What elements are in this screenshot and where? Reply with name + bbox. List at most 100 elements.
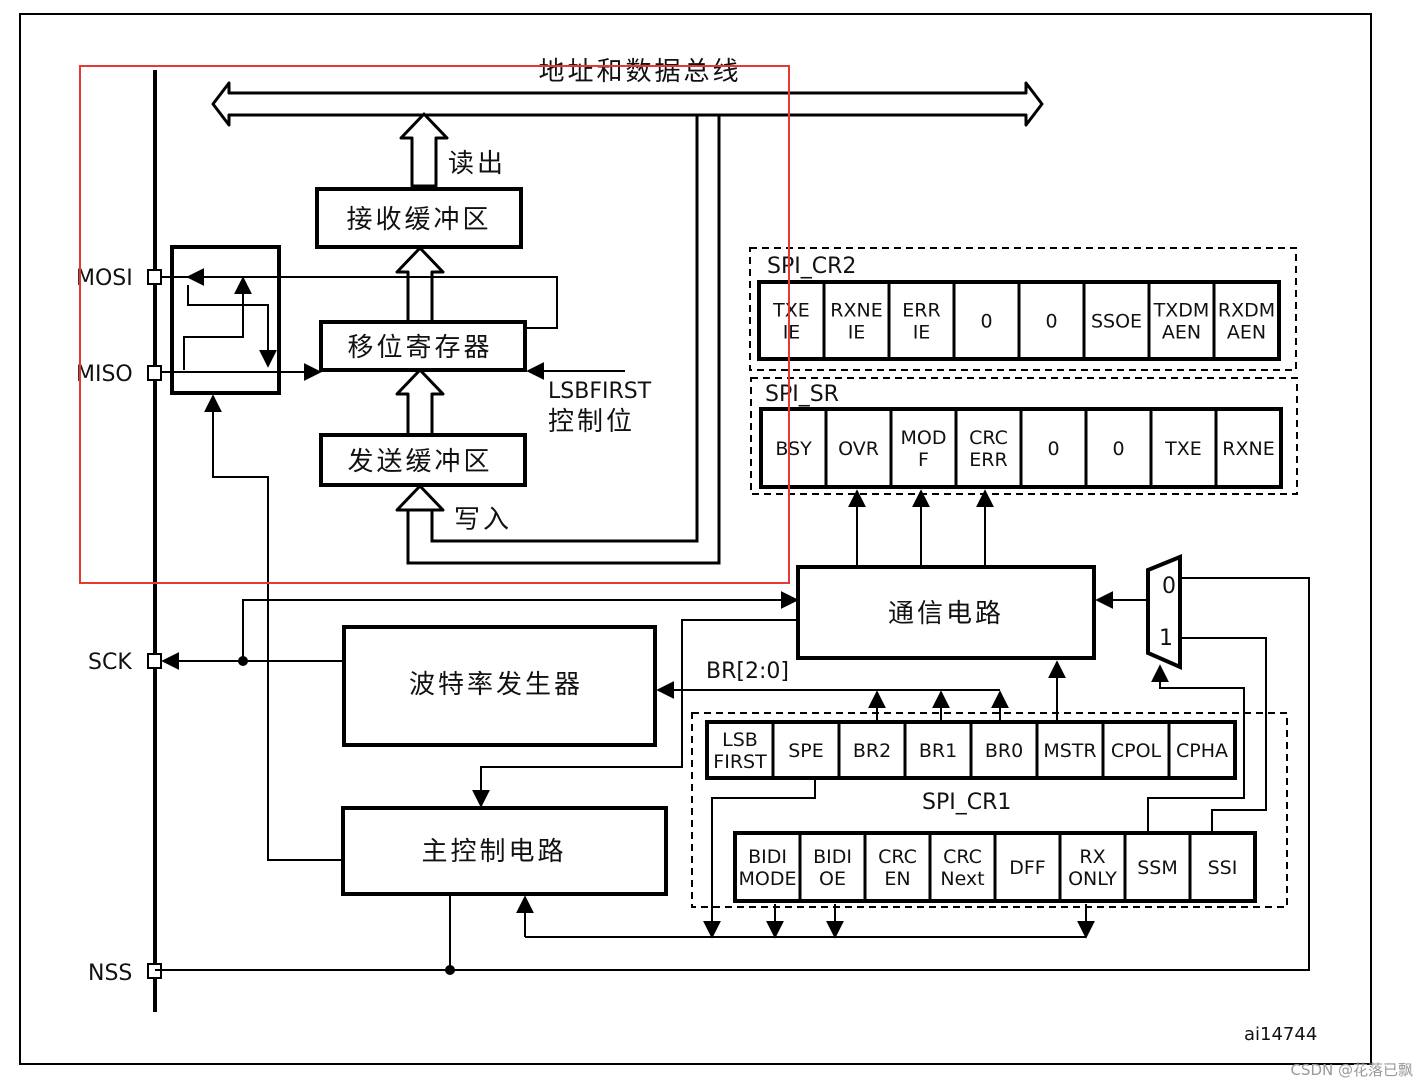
read-label: 读出 xyxy=(448,149,506,179)
lsbfirst-label-1: LSBFIRST xyxy=(548,379,652,404)
write-arrow-head xyxy=(395,484,445,512)
figure-frame xyxy=(19,13,1372,1065)
rx-buffer-box xyxy=(315,187,523,249)
address-data-bus xyxy=(211,81,1044,127)
master-to-switch xyxy=(204,394,343,861)
spi-cr2-bit-label: TXDM xyxy=(1153,300,1210,322)
spi-cr1-row1-bit-label: FIRST xyxy=(713,751,767,773)
spi-sr-bit-label: TXE xyxy=(1164,438,1202,460)
spi-sr-bit-label: 0 xyxy=(1112,438,1124,460)
spi-sr-bit-label: CRC xyxy=(969,427,1008,449)
spi-cr1-row1-bit-label: BR0 xyxy=(985,740,1023,762)
shift-register-box xyxy=(319,320,527,372)
ssm-to-mux xyxy=(1147,664,1245,833)
spi-cr1-row2-bit-label: Next xyxy=(940,868,984,890)
mux-in0: 0 xyxy=(1162,574,1176,599)
spi-cr1-row1-bit-label: CPOL xyxy=(1111,740,1162,762)
miso-pin xyxy=(147,365,162,381)
tx-buffer-label: 发送缓冲区 xyxy=(347,447,492,477)
spi-cr2-bit-label: SSOE xyxy=(1091,311,1142,333)
mosi-label: MOSI xyxy=(76,266,133,291)
lsbfirst-label-2: 控制位 xyxy=(548,407,635,437)
figure-id: ai14744 xyxy=(1244,1024,1317,1045)
spi-cr1-row2-bit-label: SSM xyxy=(1137,857,1178,879)
spi-sr-bit-label: ERR xyxy=(969,449,1007,471)
spi-cr2-bit-label: RXDM xyxy=(1218,300,1275,322)
spi-cr2-bit-label: TXE xyxy=(772,300,810,322)
sck-label: SCK xyxy=(88,650,132,675)
spi-cr2-label: SPI_CR2 xyxy=(767,254,856,279)
spi-sr-bit-label: F xyxy=(918,449,929,471)
switch-wire-b xyxy=(187,285,277,368)
spi-cr1-row2-bit-label: BIDI xyxy=(813,846,852,868)
switch-wire-a xyxy=(183,276,252,370)
spi-cr2-bit-label: IE xyxy=(783,322,801,344)
sck-to-comm xyxy=(242,591,799,661)
spi-cr1-row2-bit-label: CRC xyxy=(943,846,982,868)
spi-sr-bit-label: 0 xyxy=(1047,438,1059,460)
spi-cr1-row1-bit-label: CPHA xyxy=(1176,740,1228,762)
mux-in1: 1 xyxy=(1159,626,1173,651)
read-arrow xyxy=(399,112,449,188)
spi-sr-bit-label: MOD xyxy=(901,427,947,449)
spi-cr1-label: SPI_CR1 xyxy=(922,790,1011,815)
lsbfirst-spe-wire xyxy=(703,778,816,939)
write-path-outer xyxy=(406,115,721,565)
comm-circuit-label: 通信电路 xyxy=(888,599,1004,629)
comm-to-master xyxy=(472,619,798,808)
spi-cr1-row2-bit-label: CRC xyxy=(878,846,917,868)
sck-pin xyxy=(147,653,162,669)
spi-cr1-row1-bit-label: LSB xyxy=(722,729,758,751)
rx-buffer-label: 接收缓冲区 xyxy=(346,205,491,235)
spi-cr1-row2-bit-label: RX xyxy=(1079,846,1105,868)
spi-cr2-bit-label: 0 xyxy=(980,311,992,333)
watermark: CSDN @花落已飘 xyxy=(1290,1061,1413,1079)
spi-cr1-row2-bit-label: EN xyxy=(884,868,910,890)
spi-cr1-row1-bit-label: BR1 xyxy=(919,740,957,762)
master-control-label: 主控制电路 xyxy=(421,837,566,867)
spi-cr1-row1-bit-label: MSTR xyxy=(1043,740,1096,762)
miso-label: MISO xyxy=(76,362,133,387)
shift-register-label: 移位寄存器 xyxy=(347,333,492,363)
spi-cr2-bit-label: IE xyxy=(848,322,866,344)
spi-cr1-row2-bit-label: MODE xyxy=(739,868,797,890)
tx-buffer-box xyxy=(319,433,527,487)
io-switch-box xyxy=(170,245,281,395)
nss-junction xyxy=(445,965,455,975)
comm-circuit-box xyxy=(796,565,1096,660)
sck-junction xyxy=(238,656,248,666)
spi-cr1-row2-bit-label: SSI xyxy=(1208,857,1238,879)
tx-to-shift-arrow xyxy=(395,368,445,437)
spi-sr-label: SPI_SR xyxy=(765,382,839,407)
write-path-inner xyxy=(430,115,699,543)
spi-cr1-row2-bit-label: OE xyxy=(819,868,846,890)
spi-cr2-bit-label: IE xyxy=(913,322,931,344)
ssi-to-mux xyxy=(1180,637,1267,833)
spi-cr2-bit-label: RXNE xyxy=(830,300,882,322)
spi-cr2-bit-label: ERR xyxy=(902,300,940,322)
master-control-box xyxy=(341,806,668,896)
nss-to-mux xyxy=(155,577,1310,971)
baud-generator-box xyxy=(342,625,657,747)
ssm-mux xyxy=(1146,554,1182,671)
spi-cr2-bit-label: AEN xyxy=(1227,322,1266,344)
bus-label: 地址和数据总线 xyxy=(538,57,741,87)
mosi-pin xyxy=(147,269,162,285)
spi-sr-bit-label: RXNE xyxy=(1222,438,1274,460)
spi-cr2-bit-label: AEN xyxy=(1162,322,1201,344)
spi-sr-bit-label: OVR xyxy=(838,438,879,460)
spi-cr1-row2-bit-label: ONLY xyxy=(1068,868,1117,890)
spi-cr1-row1-bit-label: SPE xyxy=(788,740,824,762)
shift-to-rx-arrow xyxy=(395,246,445,324)
shift-out-feedback xyxy=(186,268,558,329)
spi-cr1-row2-bit-label: BIDI xyxy=(748,846,787,868)
write-label: 写入 xyxy=(454,505,512,535)
spi-sr-frame xyxy=(750,377,1298,495)
spi-cr1-frame xyxy=(691,712,1288,908)
spi-cr1-row2-bit-label: DFF xyxy=(1009,857,1046,879)
nss-label: NSS xyxy=(88,961,132,986)
